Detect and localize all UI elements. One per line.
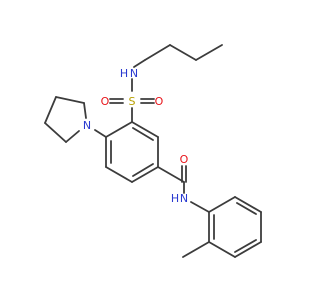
atom-label-h-amide: H <box>171 192 179 205</box>
bond <box>234 241 262 258</box>
bond <box>234 196 262 213</box>
bond <box>182 241 210 258</box>
bond <box>94 129 107 138</box>
bond <box>44 122 67 143</box>
bonds <box>44 44 262 258</box>
bond <box>208 241 236 258</box>
bond <box>132 127 154 141</box>
atom-label-oxygen-carbonyl: O <box>180 153 189 166</box>
bond <box>55 96 85 104</box>
bond <box>236 202 257 215</box>
bond <box>105 166 133 183</box>
bond <box>208 196 236 213</box>
atom-label-oxygen-left: O <box>101 95 110 108</box>
atom-label-n-propyl: N <box>130 67 138 80</box>
bond <box>169 44 197 61</box>
atom-label-sulfur: S <box>129 95 136 108</box>
atom-labels: N H S O O N O N H <box>83 67 189 205</box>
bond <box>133 59 146 68</box>
structure-svg: N H S O O N O N H <box>44 44 262 258</box>
bond <box>234 239 257 253</box>
bond <box>144 44 171 61</box>
molecule-diagram: N H S O O N O N H <box>44 44 262 258</box>
atom-label-h-propyl: H <box>120 67 128 80</box>
atom-label-n-amide: N <box>180 192 188 205</box>
bond <box>105 121 133 138</box>
atom-label-n-pyrrolidine: N <box>83 119 91 132</box>
bond <box>190 201 210 213</box>
bond <box>83 102 87 119</box>
bond <box>195 44 223 61</box>
bond <box>44 96 57 124</box>
atom-label-oxygen-right: O <box>155 95 164 108</box>
bond <box>157 166 185 183</box>
bond <box>65 130 80 143</box>
bond <box>131 166 159 183</box>
bond <box>132 163 154 177</box>
bond <box>131 121 159 138</box>
